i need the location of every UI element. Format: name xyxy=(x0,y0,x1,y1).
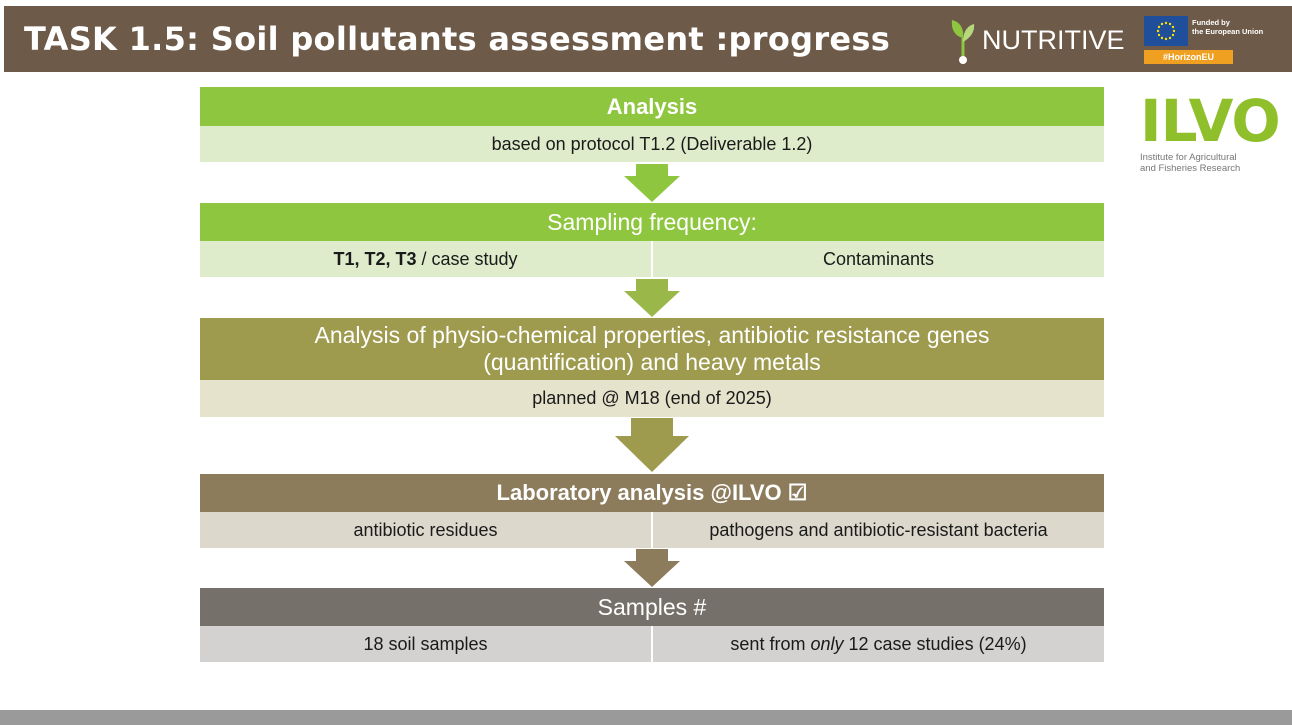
samples-cell-case-studies: sent from only 12 case studies (24%) xyxy=(651,626,1104,662)
samples-sent-prefix: sent from xyxy=(730,633,811,654)
physio-title-line1: Analysis of physio-chemical properties, … xyxy=(314,322,990,348)
eu-funding-text: Funded by the European Union xyxy=(1192,18,1287,36)
slide-title: TASK 1.5: Soil pollutants assessment :pr… xyxy=(24,20,891,58)
samples-header: Samples # xyxy=(200,588,1104,626)
ilvo-subtitle: Institute for Agricultural and Fisheries… xyxy=(1140,152,1285,174)
ilvo-subtitle-line1: Institute for Agricultural xyxy=(1140,152,1237,163)
laboratory-header: Laboratory analysis @ILVO ☑ xyxy=(200,474,1104,512)
laboratory-cell-pathogens: pathogens and antibiotic-resistant bacte… xyxy=(651,512,1104,548)
header-bar: TASK 1.5: Soil pollutants assessment :pr… xyxy=(4,6,1292,72)
analysis-title: Analysis xyxy=(606,93,698,119)
sampling-cell-contaminants: Contaminants xyxy=(651,241,1104,277)
samples-only: only xyxy=(810,633,844,654)
horizon-eu-badge: #HorizonEU xyxy=(1144,50,1233,64)
nutritive-sprout-icon xyxy=(951,20,975,64)
analysis-header: Analysis xyxy=(200,87,1104,126)
eu-flag-icon xyxy=(1144,16,1188,46)
physio-detail-row: planned @ M18 (end of 2025) xyxy=(200,380,1104,417)
nutritive-label: NUTRITIVE xyxy=(982,24,1125,55)
analysis-detail: based on protocol T1.2 (Deliverable 1.2) xyxy=(491,133,813,154)
physio-title-line2: (quantification) and heavy metals xyxy=(483,349,821,375)
samples-sent-suffix: 12 case studies (24%) xyxy=(843,633,1027,654)
sampling-title: Sampling frequency: xyxy=(547,208,757,235)
arrow-down-icon xyxy=(615,418,689,472)
footer-bar xyxy=(0,710,1292,725)
arrow-down-icon xyxy=(624,279,680,317)
samples-cell-count: 18 soil samples xyxy=(363,633,488,654)
sampling-header: Sampling frequency: xyxy=(200,203,1104,241)
arrow-down-icon xyxy=(624,164,680,202)
sampling-detail-row: T1, T2, T3 / case study Contaminants xyxy=(200,241,1104,277)
sampling-timepoints: T1, T2, T3 xyxy=(333,248,417,269)
ilvo-logo: ILVO Institute for Agricultural and Fish… xyxy=(1140,92,1285,182)
physio-header: Analysis of physio-chemical properties, … xyxy=(200,318,1104,380)
samples-detail-row: 18 soil samples sent from only 12 case s… xyxy=(200,626,1104,662)
ilvo-name: ILVO xyxy=(1140,87,1281,155)
sampling-cell-timing: T1, T2, T3 / case study xyxy=(200,241,651,277)
physio-detail: planned @ M18 (end of 2025) xyxy=(532,388,772,408)
eu-funding-logo: Funded by the European Union #HorizonEU xyxy=(1144,16,1289,64)
analysis-detail-row: based on protocol T1.2 (Deliverable 1.2) xyxy=(200,126,1104,162)
arrow-down-icon xyxy=(624,549,680,587)
samples-title: Samples # xyxy=(597,593,707,620)
sampling-per-case: / case study xyxy=(416,248,518,269)
laboratory-detail-row: antibiotic residues pathogens and antibi… xyxy=(200,512,1104,548)
eu-funding-line1: Funded by xyxy=(1192,18,1230,27)
ilvo-subtitle-line2: and Fisheries Research xyxy=(1140,163,1241,174)
laboratory-title: Laboratory analysis @ILVO ☑ xyxy=(496,480,808,505)
laboratory-cell-residues: antibiotic residues xyxy=(353,519,498,540)
eu-funding-line2: the European Union xyxy=(1192,27,1264,36)
nutritive-logo: NUTRITIVE xyxy=(948,14,1125,66)
